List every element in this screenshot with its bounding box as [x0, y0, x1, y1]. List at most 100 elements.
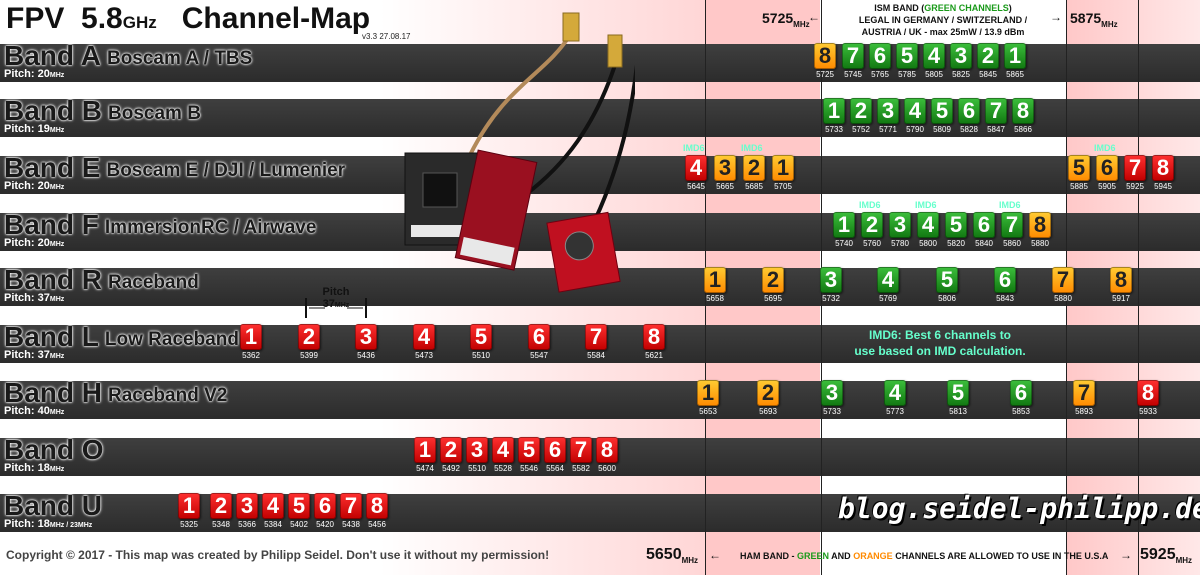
channel-freq-l4: 5473 [415, 351, 433, 360]
channel-a8: 8 [814, 43, 836, 69]
channel-l3: 3 [355, 324, 377, 350]
channel-freq-a5: 5785 [898, 70, 916, 79]
channel-o2: 2 [440, 437, 462, 463]
channel-freq-o2: 5492 [442, 464, 460, 473]
channel-freq-e1: 5705 [774, 182, 792, 191]
channel-freq-u8: 5456 [368, 520, 386, 529]
copyright-text: Copyright © 2017 - This map was created … [6, 548, 550, 562]
channel-freq-u6: 5420 [316, 520, 334, 529]
channel-h2: 2 [757, 380, 779, 406]
channel-freq-r1: 5658 [706, 294, 724, 303]
vtx-illustration [404, 12, 635, 293]
band-title-u: Band U [4, 490, 102, 521]
band-row-h [0, 381, 1200, 419]
channel-l6: 6 [528, 324, 550, 350]
channel-f8: 8 [1029, 212, 1051, 238]
arrow-right-bottom-icon: → [1120, 548, 1132, 562]
channel-freq-a1: 5865 [1006, 70, 1024, 79]
channel-freq-f4: 5800 [919, 239, 937, 248]
channel-freq-f8: 5880 [1031, 239, 1049, 248]
channel-freq-h5: 5813 [949, 407, 967, 416]
channel-o4: 4 [492, 437, 514, 463]
channel-freq-l8: 5621 [645, 351, 663, 360]
channel-h5: 5 [947, 380, 969, 406]
channel-freq-b6: 5828 [960, 125, 978, 134]
channel-freq-b7: 5847 [987, 125, 1005, 134]
channel-freq-r3: 5732 [822, 294, 840, 303]
channel-e5: 5 [1068, 155, 1090, 181]
channel-r3: 3 [820, 267, 842, 293]
channel-l1: 1 [240, 324, 262, 350]
channel-freq-h2: 5693 [759, 407, 777, 416]
channel-freq-f2: 5760 [863, 239, 881, 248]
channel-f7: 7 [1001, 212, 1023, 238]
channel-r1: 1 [704, 267, 726, 293]
channel-u5: 5 [288, 493, 310, 519]
channel-o8: 8 [596, 437, 618, 463]
channel-r7: 7 [1052, 267, 1074, 293]
channel-a3: 3 [950, 43, 972, 69]
imd-note: IMD6: Best 6 channels to use based on IM… [854, 328, 1026, 358]
channel-freq-l2: 5399 [300, 351, 318, 360]
channel-e3: 3 [714, 155, 736, 181]
channel-freq-r7: 5880 [1054, 294, 1072, 303]
band-pitch-l: Pitch: 37MHz [4, 349, 65, 361]
pitch-bracket-icon [305, 298, 367, 318]
channel-b4: 4 [904, 98, 926, 124]
pitch-annotation: Pitch 37MHz [322, 286, 350, 310]
band-row-u [0, 494, 1200, 532]
page-title: FPV 5.8GHz Channel-Map [6, 2, 371, 35]
channel-u2: 2 [210, 493, 232, 519]
channel-freq-l6: 5547 [530, 351, 548, 360]
channel-f3: 3 [889, 212, 911, 238]
channel-a2: 2 [977, 43, 999, 69]
channel-freq-u1: 5325 [180, 520, 198, 529]
imd6-badge: IMD6 [915, 200, 937, 210]
channel-freq-r5: 5806 [938, 294, 956, 303]
channel-b3: 3 [877, 98, 899, 124]
channel-freq-o1: 5474 [416, 464, 434, 473]
band-pitch-a: Pitch: 20MHz [4, 68, 65, 80]
channel-o7: 7 [570, 437, 592, 463]
channel-r4: 4 [877, 267, 899, 293]
channel-freq-e3: 5665 [716, 182, 734, 191]
line-5925 [1138, 0, 1139, 575]
channel-h3: 3 [821, 380, 843, 406]
imd6-badge: IMD6 [999, 200, 1021, 210]
channel-e1: 1 [772, 155, 794, 181]
band-pitch-h: Pitch: 40MHz [4, 405, 65, 417]
row-shade [0, 494, 1200, 532]
freq-5650-label: 5650MHz [646, 546, 699, 566]
channel-freq-a6: 5765 [871, 70, 889, 79]
channel-u4: 4 [262, 493, 284, 519]
channel-freq-e6: 5905 [1098, 182, 1116, 191]
channel-freq-e2: 5685 [745, 182, 763, 191]
channel-o6: 6 [544, 437, 566, 463]
channel-freq-o4: 5528 [494, 464, 512, 473]
version-label: v3.3 27.08.17 [362, 32, 411, 41]
band-row-e [0, 156, 1200, 194]
channel-e6: 6 [1096, 155, 1118, 181]
channel-freq-u7: 5438 [342, 520, 360, 529]
channel-r2: 2 [762, 267, 784, 293]
channel-freq-f1: 5740 [835, 239, 853, 248]
imd6-badge: IMD6 [1094, 143, 1116, 153]
channel-u6: 6 [314, 493, 336, 519]
channel-r6: 6 [994, 267, 1016, 293]
ham-band-note: HAM BAND - GREEN AND ORANGE CHANNELS ARE… [740, 551, 1109, 561]
arrow-left-icon: ← [808, 10, 820, 24]
band-pitch-e: Pitch: 20MHz [4, 180, 65, 192]
channel-l7: 7 [585, 324, 607, 350]
channel-h7: 7 [1073, 380, 1095, 406]
imd6-badge: IMD6 [859, 200, 881, 210]
band-pitch-u: Pitch: 18MHz / 23MHz [4, 518, 93, 530]
channel-freq-r6: 5843 [996, 294, 1014, 303]
channel-freq-o7: 5582 [572, 464, 590, 473]
channel-a1: 1 [1004, 43, 1026, 69]
channel-freq-a4: 5805 [925, 70, 943, 79]
